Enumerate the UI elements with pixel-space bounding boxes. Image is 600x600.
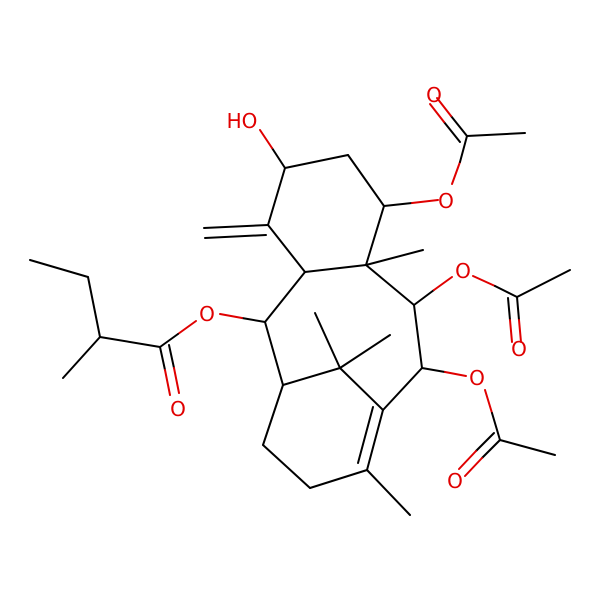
bond	[259, 129, 273, 149]
double-bond	[357, 406, 374, 464]
bond	[365, 205, 385, 266]
bond	[264, 321, 284, 386]
double-bond	[450, 115, 468, 137]
oxygen-label: O	[511, 337, 527, 361]
double-bond	[429, 103, 445, 123]
carbon-skeleton	[29, 132, 571, 516]
bond	[365, 264, 415, 306]
double-bond	[518, 319, 522, 343]
oxygen-label: O	[455, 259, 471, 283]
oxygen-label: O	[469, 366, 485, 390]
double-bond	[516, 296, 520, 321]
methyl-bond	[366, 469, 411, 516]
double-bond	[436, 97, 452, 117]
methyl-bond	[365, 249, 424, 266]
bond	[382, 367, 423, 411]
bond	[267, 224, 306, 273]
bond	[421, 367, 446, 373]
bond	[99, 336, 161, 348]
bond	[219, 313, 243, 319]
double-bond	[475, 432, 495, 452]
bond	[413, 304, 423, 369]
bond	[264, 271, 306, 323]
bond	[241, 317, 266, 323]
bond	[159, 333, 179, 348]
bond	[459, 135, 468, 163]
methyl-bond	[499, 439, 556, 456]
atom-labels: HO O O O O O O O O	[170, 83, 527, 493]
oxygen-label: O	[426, 83, 442, 107]
double-bond	[164, 369, 171, 396]
bond	[282, 367, 341, 386]
methyl-bond	[314, 312, 341, 369]
bond	[383, 202, 413, 207]
double-bond	[443, 121, 461, 143]
bond	[484, 389, 493, 414]
bond	[472, 275, 496, 287]
double-bond	[509, 319, 513, 343]
hydroxyl-label: HO	[227, 109, 258, 133]
bond	[411, 199, 439, 204]
double-bond	[173, 367, 180, 394]
methyl-bond	[339, 334, 391, 369]
bond	[494, 285, 518, 298]
bond	[271, 147, 286, 169]
double-bond	[204, 234, 267, 239]
bond	[491, 412, 501, 441]
oxygen-bonds	[159, 97, 522, 477]
bond	[413, 289, 435, 306]
methyl-bond	[466, 132, 526, 137]
double-bond	[464, 457, 483, 477]
double-bond	[159, 346, 166, 371]
oxygen-label: O	[199, 302, 215, 326]
methyl-bond	[62, 336, 101, 379]
bond	[347, 154, 385, 207]
double-bond	[168, 344, 175, 369]
methyl-bond	[516, 269, 571, 298]
bond	[284, 154, 349, 169]
oxygen-label: O	[438, 189, 454, 213]
double-bond	[507, 297, 511, 321]
oxygen-label: O	[447, 469, 463, 493]
bond	[339, 367, 384, 411]
double-bond	[366, 409, 384, 471]
bond	[29, 259, 89, 278]
bond	[433, 276, 453, 291]
double-bond	[458, 450, 477, 470]
bond	[87, 276, 101, 338]
bond	[309, 469, 368, 489]
bond	[444, 371, 467, 377]
bond	[262, 384, 284, 446]
bond	[451, 161, 461, 185]
bond	[304, 264, 367, 273]
double-bond	[203, 224, 269, 229]
double-bond	[481, 439, 501, 459]
oxygen-label: O	[170, 397, 186, 421]
bond	[267, 167, 286, 226]
bond	[177, 320, 197, 335]
bond	[262, 444, 311, 489]
